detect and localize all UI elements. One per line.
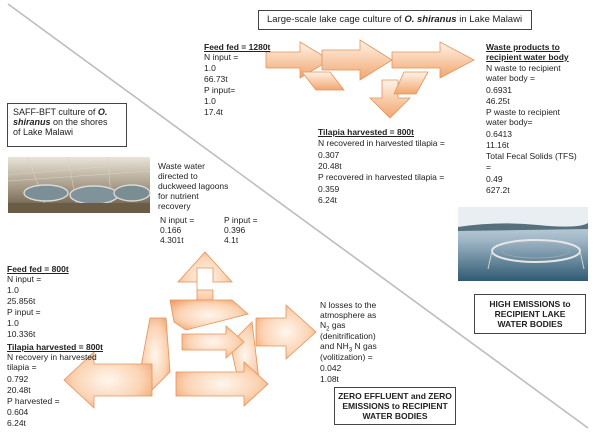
waste-title-2: recipient water body: [486, 52, 569, 62]
ww-1: Waste water: [158, 161, 205, 171]
saff-p-harv-val: 0.604: [7, 407, 29, 417]
lake-tilapia-harvested: Tilapia harvested = 800t: [318, 127, 414, 137]
p-waste-2: water body=: [486, 117, 533, 127]
right-arrow-to-atmosphere: [255, 304, 317, 360]
p-waste-val: 0.6413: [486, 129, 512, 139]
saff-n-rec-1: N recovery in harvested: [7, 352, 97, 362]
n-waste-val: 0.6931: [486, 85, 512, 95]
saff-n-rec-val: 0.792: [7, 374, 29, 384]
saff-p-input-val: 1.0: [7, 318, 19, 328]
ww-3: duckweed lagoons: [158, 181, 229, 191]
lake-p-input-val: 1.0: [204, 96, 216, 106]
lake-title: Large-scale lake cage culture of O. shir…: [267, 14, 523, 25]
ww-4: for nutrient: [158, 191, 199, 201]
left-arrow-to-harvest: [63, 351, 153, 409]
saff-n-input-label: N input =: [7, 274, 42, 284]
ww-5: recovery: [158, 201, 191, 211]
saff-p-input-label: P input =: [7, 307, 41, 317]
saff-p-harv-label: P harvested =: [7, 396, 60, 406]
zero-effluent-box: ZERO EFFLUENT and ZERO EMISSIONS to RECI…: [334, 387, 456, 425]
n-waste-2: water body =: [486, 73, 535, 83]
saff-n-input-val: 1.0: [7, 285, 19, 295]
n-waste-t: 46.25t: [486, 96, 510, 106]
ww-n-t: 4.301t: [160, 235, 184, 245]
saff-n-rec-2: tilapia =: [7, 362, 37, 372]
lake-p-rec-t: 6.24t: [318, 195, 337, 205]
p-waste-t: 11.16t: [486, 140, 510, 150]
tfs-eq: =: [486, 162, 491, 172]
saff-title-line-3: of Lake Malawi: [13, 127, 74, 137]
lake-p-input-label: P input=: [204, 85, 236, 95]
saff-recycle-arrows: [63, 251, 317, 409]
loss-3: N2 gas: [320, 320, 346, 333]
ww-p-val: 0.396: [224, 225, 246, 235]
high-emissions-2: RECIPIENT LAKE: [494, 309, 566, 319]
lake-p-rec-label: P recovered in harvested tilapia =: [318, 172, 445, 182]
zero-2: EMISSIONS to RECIPIENT: [342, 401, 448, 411]
ww-p-label: P input =: [224, 215, 258, 225]
lake-n-input-t: 66.73t: [204, 74, 228, 84]
cycle-arrow-inner: [181, 325, 245, 359]
n-waste-1: N waste to recipient: [486, 63, 561, 73]
tfs-val: 0.49: [486, 174, 503, 184]
loss-t: 1.08t: [320, 374, 339, 384]
waste-output-arrow: [391, 41, 475, 79]
high-emissions-3: WATER BODIES: [497, 319, 563, 329]
high-emissions-box: HIGH EMISSIONS to RECIPIENT LAKE WATER B…: [474, 294, 586, 334]
diagonal-divider: [7, 3, 589, 429]
tfs-label: Total Fecal Solids (TFS): [486, 151, 577, 161]
lake-n-rec-val: 0.307: [318, 150, 340, 160]
saff-p-input-t: 10.336t: [7, 329, 36, 339]
saff-feed-fed: Feed fed = 800t: [7, 264, 69, 274]
waste-title-1: Waste products to: [486, 42, 560, 52]
lake-n-rec-label: N recovered in harvested tilapia =: [318, 138, 445, 148]
cycle-arrow-bottom: [175, 361, 269, 407]
ww-p-t: 4.1t: [224, 235, 239, 245]
saff-title-box: SAFF-BFT culture of O. shiranus on the s…: [7, 103, 127, 147]
loss-1: N losses to the: [320, 300, 377, 310]
branch-arrow-b: [393, 71, 429, 95]
p-waste-1: P waste to recipient: [486, 107, 561, 117]
up-arrow-to-lagoon: [177, 251, 233, 303]
saff-title-line-1: SAFF-BFT culture of O.: [13, 107, 108, 117]
lake-n-rec-t: 20.48t: [318, 161, 342, 171]
lake-cage-photo: [458, 207, 588, 281]
saff-title-line-2: shiranus on the shores: [13, 117, 108, 127]
cycle-arrow-top: [169, 299, 249, 331]
loss-2: atmosphere as: [320, 310, 377, 320]
loss-6: (volitization) =: [320, 352, 373, 362]
zero-1: ZERO EFFLUENT and ZERO: [338, 391, 452, 401]
ww-n-val: 0.166: [160, 225, 182, 235]
saff-tank-photo: [7, 156, 151, 214]
tfs-t: 627.2t: [486, 185, 510, 195]
loss-val: 0.042: [320, 363, 342, 373]
saff-p-harv-t: 6.24t: [7, 418, 26, 428]
saff-n-rec-t: 20.48t: [7, 385, 31, 395]
lake-p-rec-val: 0.359: [318, 184, 340, 194]
saff-tilapia-harvested: Tilapia harvested = 800t: [7, 342, 103, 352]
middle-flow-arrow: [321, 39, 393, 81]
loss-5: and NH3 N gas: [320, 341, 377, 354]
lake-p-input-t: 17.4t: [204, 107, 223, 117]
ww-2: directed to: [158, 171, 198, 181]
branch-arrow-a: [301, 71, 345, 91]
high-emissions-1: HIGH EMISSIONS to: [489, 299, 571, 309]
feed-to-waste-arrow: [265, 41, 331, 79]
zero-3: WATER BODIES: [362, 411, 428, 421]
lake-flow-arrows: [265, 39, 475, 119]
ww-n-label: N input =: [160, 215, 195, 225]
harvest-down-arrow: [369, 79, 411, 119]
lake-feed-fed: Feed fed = 1280t: [204, 42, 271, 52]
lake-title-box: Large-scale lake cage culture of O. shir…: [258, 10, 532, 30]
lake-n-input-label: N input =: [204, 52, 239, 62]
loss-4: (denitrification): [320, 331, 376, 341]
lake-n-input-val: 1.0: [204, 63, 216, 73]
saff-n-input-t: 25.856t: [7, 296, 36, 306]
